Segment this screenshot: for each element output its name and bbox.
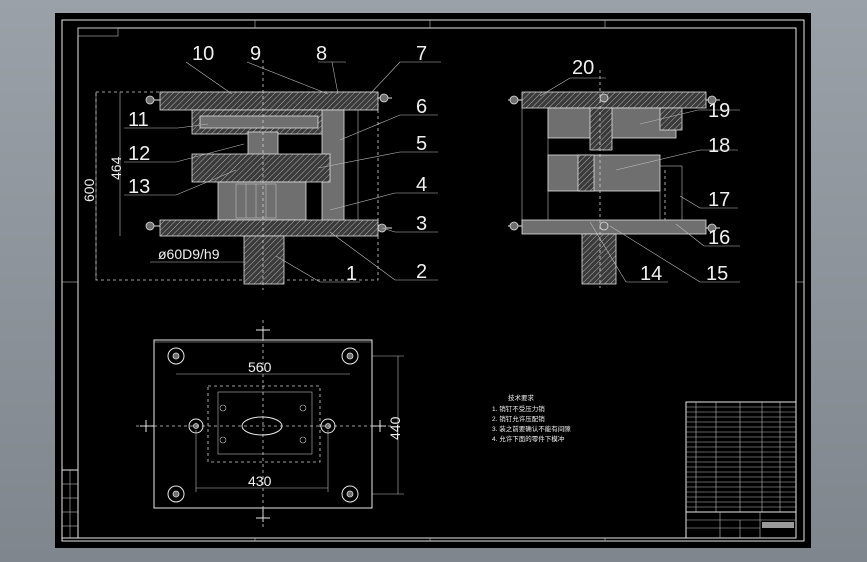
tech-note-1: 1. 销钉不受压力销: [492, 404, 545, 413]
balloon-13: 13: [128, 176, 150, 198]
top-pin-3: [219, 436, 227, 444]
punch-holder: [199, 115, 319, 129]
front-leaders: [124, 61, 441, 283]
side-die-block: [547, 154, 661, 192]
balloon-18: 18: [708, 135, 730, 157]
corner-box: [77, 27, 119, 37]
top-pin-4: [299, 436, 307, 444]
side-left-frame: [521, 107, 549, 229]
side-leaders: [539, 77, 740, 283]
revision-strip: [61, 469, 79, 539]
dim-600-text: 600: [81, 178, 97, 202]
top-die-area: [207, 385, 321, 463]
dim-440-text: 440: [387, 416, 403, 440]
balloon-2: 2: [416, 261, 427, 283]
side-screw-top: [599, 93, 609, 103]
side-guide-post: [659, 165, 683, 229]
balloon-19: 19: [708, 100, 730, 122]
tech-note-4: 4. 允许下面的零件下模冲: [492, 434, 565, 443]
balloon-16: 16: [708, 227, 730, 249]
balloon-12: 12: [128, 143, 150, 165]
die-support: [217, 181, 307, 221]
side-lower-shank: [581, 233, 617, 285]
guide-bush-right: [343, 109, 359, 223]
upper-die-plate: [159, 91, 379, 111]
top-die-block: [217, 391, 313, 455]
top-pin-1: [219, 404, 227, 412]
balloon-1: 1: [346, 263, 357, 285]
side-die-insert: [577, 154, 595, 192]
side-lower-plate: [521, 219, 707, 235]
tech-notes-title: 技术要求: [508, 393, 535, 402]
fit-ø60-text: ø60D9/h9: [158, 246, 220, 262]
dim-430-text: 430: [248, 473, 272, 489]
balloon-6: 6: [416, 96, 427, 118]
dim-560-text: 560: [248, 359, 272, 375]
tech-note-3: 3. 装之前要确认不能有间隙: [492, 424, 571, 433]
balloon-3: 3: [416, 213, 427, 235]
clamp-screws-side: [508, 95, 720, 233]
side-punch: [589, 107, 613, 151]
balloon-10: 10: [192, 43, 214, 65]
side-screw-bottom: [599, 221, 609, 231]
balloon-14: 14: [640, 263, 662, 285]
title-block: [685, 511, 797, 539]
balloon-8: 8: [316, 43, 327, 65]
balloon-17: 17: [708, 189, 730, 211]
border-zone-ticks: [62, 20, 804, 541]
side-view: [508, 70, 740, 288]
top-dim-lines: [176, 355, 404, 495]
tech-note-2: 2. 销钉允许压配销: [492, 414, 545, 423]
balloon-4: 4: [416, 174, 427, 196]
lower-shank: [243, 235, 285, 285]
balloon-15: 15: [706, 263, 728, 285]
front-view: [95, 60, 441, 290]
side-upper-plate: [521, 91, 707, 109]
parts-list-table: [685, 401, 797, 513]
balloon-20: 20: [572, 57, 594, 79]
lower-die-plate: [159, 219, 379, 237]
top-view: [136, 320, 404, 528]
balloon-7: 7: [416, 43, 427, 65]
top-pin-2: [299, 404, 307, 412]
balloon-11: 11: [128, 109, 149, 131]
clamp-screws-front: [145, 93, 392, 233]
balloon-5: 5: [416, 133, 427, 155]
balloon-9: 9: [250, 43, 261, 65]
side-guide-bush: [659, 107, 683, 131]
die-block: [191, 153, 331, 183]
dim-464-text: 464: [108, 156, 124, 180]
inner-border: [77, 27, 797, 539]
outer-border: [61, 19, 805, 542]
